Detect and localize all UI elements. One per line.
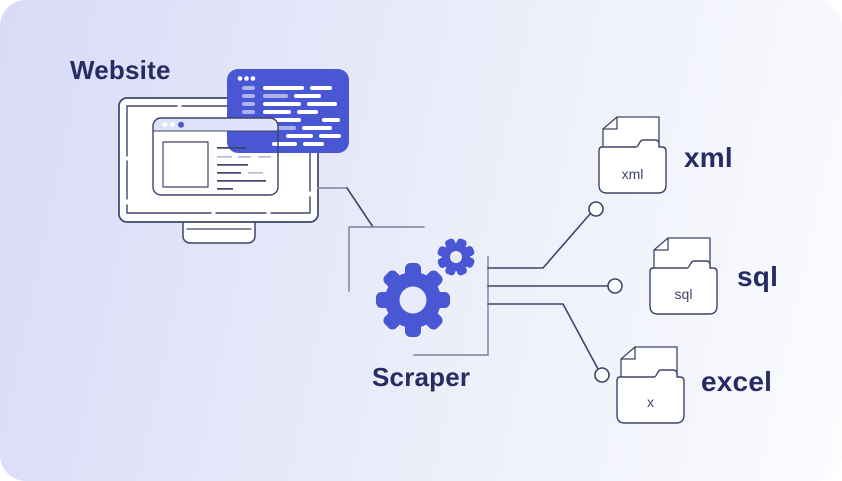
code-card-icon bbox=[227, 69, 349, 153]
connector-scraper-to-sql bbox=[487, 278, 623, 294]
connector-scraper-to-excel bbox=[487, 303, 610, 383]
sql-label: sql bbox=[737, 261, 779, 292]
connector-website-to-scraper bbox=[317, 187, 374, 228]
website-label: Website bbox=[70, 55, 171, 85]
scraper-label: Scraper bbox=[372, 362, 471, 392]
excel-label: excel bbox=[701, 366, 773, 397]
large-gear bbox=[376, 263, 450, 337]
excel-folder-badge: x bbox=[647, 394, 654, 410]
xml-label: xml bbox=[684, 142, 733, 173]
gears-icon bbox=[376, 238, 475, 337]
xml-folder-badge: xml bbox=[621, 166, 644, 182]
browser-dot bbox=[178, 121, 184, 128]
browser-dot bbox=[170, 122, 175, 128]
image-placeholder bbox=[162, 141, 209, 188]
scraper-frame bbox=[348, 226, 489, 356]
excel-folder-icon bbox=[616, 346, 685, 424]
text-lines bbox=[217, 147, 271, 190]
small-gear bbox=[437, 238, 475, 276]
sql-folder-icon bbox=[649, 237, 718, 315]
browser-window-icon bbox=[152, 117, 279, 196]
node-dot bbox=[594, 367, 610, 383]
node-dot bbox=[607, 278, 623, 294]
browser-dot bbox=[162, 122, 168, 128]
connector-scraper-to-xml bbox=[487, 201, 604, 269]
node-dot bbox=[588, 201, 604, 217]
sql-folder-badge: sql bbox=[674, 286, 693, 302]
